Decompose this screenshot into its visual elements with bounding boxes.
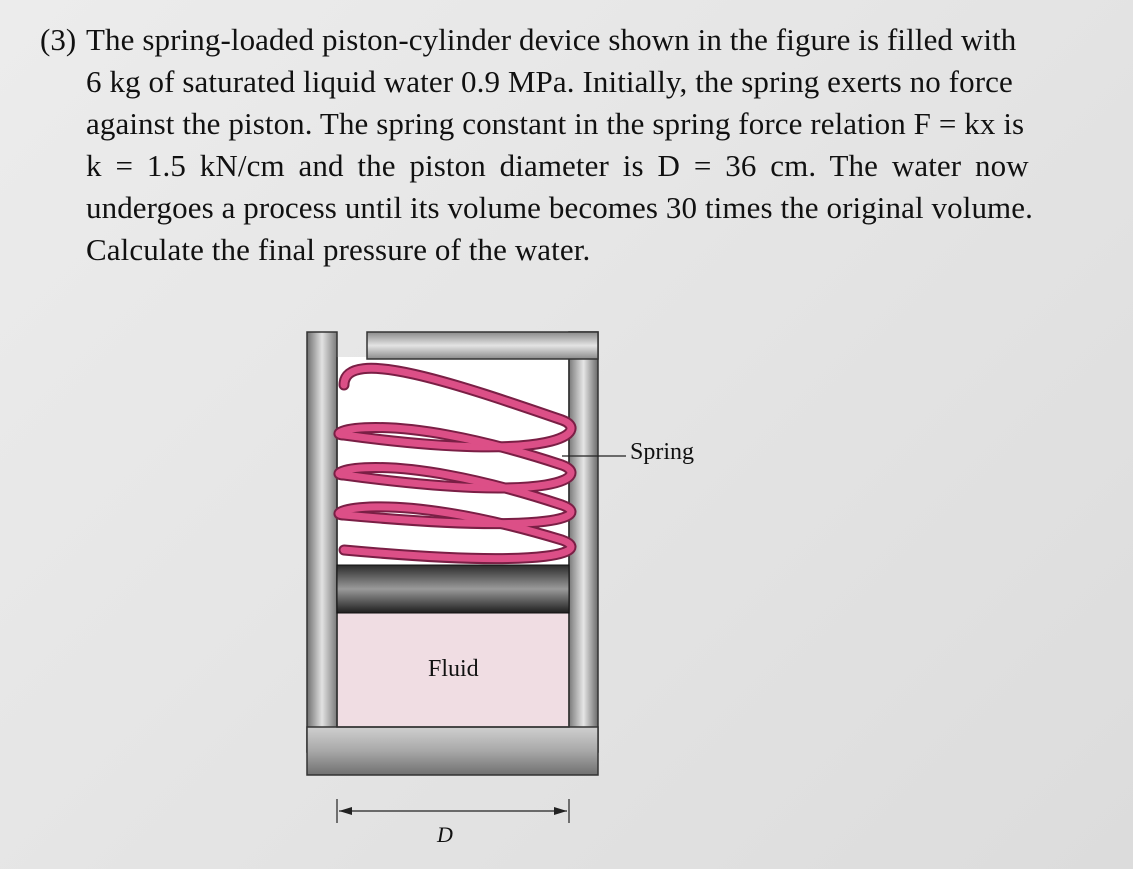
spring: [333, 362, 577, 565]
spring-label: Spring: [630, 439, 695, 465]
fluid-region: [336, 612, 570, 728]
problem-number: (3): [40, 22, 77, 57]
fluid-label: Fluid: [428, 656, 479, 682]
problem-line-1: The spring-loaded piston-cylinder device…: [86, 22, 1017, 57]
cylinder-left-wall: [306, 331, 338, 753]
problem-line-3: against the piston. The spring constant …: [86, 106, 1025, 141]
problem-line-5: undergoes a process until its volume bec…: [86, 190, 1033, 225]
cylinder-bottom: [306, 726, 599, 776]
problem-line-2: 6 kg of saturated liquid water 0.9 MPa. …: [86, 64, 1013, 99]
piston-cylinder-diagram: [306, 331, 626, 823]
diameter-label: D: [437, 822, 453, 847]
diameter-dimension: [336, 799, 570, 823]
piston: [336, 564, 570, 614]
cylinder-top-cap: [366, 331, 599, 360]
problem-line-6: Calculate the final pressure of the wate…: [86, 232, 591, 267]
problem-line-4: k = 1.5 kN/cm and the piston diameter is…: [86, 148, 1029, 183]
